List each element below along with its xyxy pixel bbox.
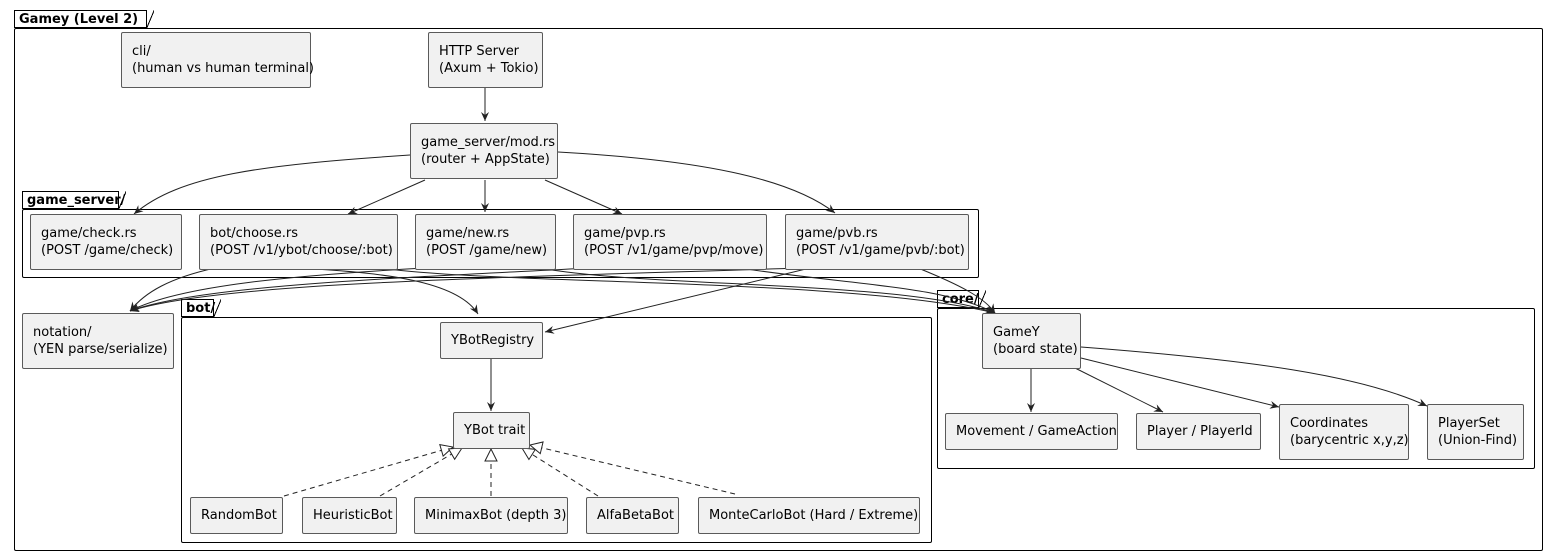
node-playerset: PlayerSet(Union-Find): [1427, 404, 1524, 460]
edge-montecarlo-trait: [530, 445, 736, 495]
edge-gamey-playerset: [1080, 346, 1428, 407]
edge-new-gamey: [539, 267, 996, 314]
edge-pvp-notation: [129, 267, 591, 312]
node-http-server: HTTP Server(Axum + Tokio): [428, 32, 543, 88]
node-ybot-registry: YBotRegistry: [440, 322, 543, 359]
package-gamey: [14, 28, 1543, 551]
package-core: [937, 308, 1535, 469]
node-coordinates: Coordinates(barycentric x,y,z): [1279, 404, 1409, 460]
node-bot-choose: bot/choose.rs(POST /v1/ybot/choose/:bot): [199, 214, 398, 270]
edge-pvp-gamey: [739, 267, 996, 314]
edge-mod-check: [133, 154, 411, 215]
node-notation: notation/(YEN parse/serialize): [22, 313, 174, 369]
edge-mod-pvp: [544, 179, 623, 215]
node-player: Player / PlayerId: [1136, 413, 1261, 450]
edge-random-trait: [283, 447, 453, 497]
node-game-server-mod: game_server/mod.rs(router + AppState): [410, 123, 558, 179]
node-game-pvb: game/pvb.rs(POST /v1/game/pvb/:bot): [785, 214, 969, 270]
edge-pvb-registry: [544, 267, 811, 334]
edge-pvb-notation: [129, 267, 801, 313]
node-minimax-bot: MinimaxBot (depth 3): [414, 497, 568, 534]
edge-pvb-gamey: [917, 267, 996, 314]
edge-gamey-player: [1074, 367, 1164, 413]
package-bot-label: bot/: [181, 298, 221, 318]
edge-mod-pvb: [557, 151, 836, 214]
node-game-new: game/new.rs(POST /game/new): [415, 214, 556, 270]
edge-new-notation: [129, 267, 426, 312]
package-gamey-label: Gamey (Level 2): [14, 9, 154, 29]
node-game-check: game/check.rs(POST /game/check): [30, 214, 182, 270]
node-game-pvp: game/pvp.rs(POST /v1/game/pvp/move): [573, 214, 767, 270]
edge-alfabeta-trait: [522, 448, 599, 497]
node-random-bot: RandomBot: [190, 497, 283, 534]
package-game-server-label: game_server/: [22, 190, 126, 210]
edge-mod-choose: [347, 179, 426, 215]
node-alfabeta-bot: AlfaBetaBot: [586, 497, 679, 534]
edge-gamey-coords: [1080, 357, 1280, 409]
package-bot: [181, 317, 932, 543]
node-movement: Movement / GameAction: [945, 413, 1118, 450]
edge-heuristic-trait: [379, 448, 462, 497]
node-gamey: GameY(board state): [982, 313, 1081, 369]
node-ybot-trait: YBot trait: [453, 412, 530, 449]
node-montecarlo-bot: MonteCarloBot (Hard / Extreme): [698, 497, 920, 534]
node-cli: cli/(human vs human terminal): [121, 32, 314, 88]
node-heuristic-bot: HeuristicBot: [302, 497, 397, 534]
edge-choose-gamey: [379, 267, 996, 315]
